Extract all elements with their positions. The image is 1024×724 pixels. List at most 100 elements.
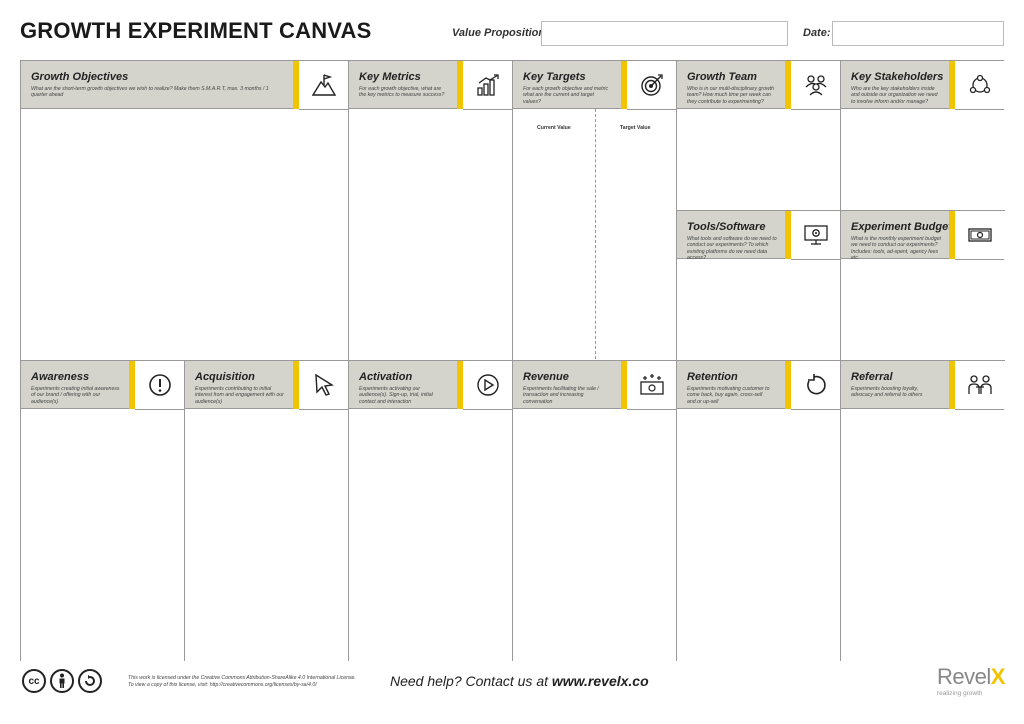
cc-icon: cc: [22, 669, 46, 693]
key-targets-title: Key Targets: [523, 71, 586, 83]
revenue-block[interactable]: Revenue Experiments facilitating the sal…: [513, 361, 677, 661]
monitor-gear-icon: [791, 211, 840, 260]
column-divider: [595, 109, 596, 359]
activation-header: Activation Experiments activating our au…: [349, 361, 457, 409]
key-stakeholders-desc: Who are the key stakeholders inside and …: [851, 86, 938, 105]
retention-header: Retention Experiments motivating custome…: [677, 361, 785, 409]
acquisition-header: Acquisition Experiments contributing to …: [185, 361, 293, 409]
tools-software-desc: What tools and software do we need to co…: [687, 236, 777, 262]
license-line-2: To view a copy of this license, visit: h…: [128, 682, 317, 688]
growth-objectives-block[interactable]: Growth Objectives What are the short-ter…: [21, 61, 349, 361]
experiment-budget-title: Experiment Budget: [851, 221, 952, 233]
acquisition-desc: Experiments contributing to initial inte…: [195, 386, 284, 405]
acquisition-title: Acquisition: [195, 371, 255, 383]
value-proposition-label: Value Proposition:: [452, 27, 549, 39]
target-value-label: Target Value: [620, 125, 651, 131]
awareness-title: Awareness: [31, 371, 90, 383]
activation-block[interactable]: Activation Experiments activating our au…: [349, 361, 513, 661]
refresh-icon: [791, 361, 840, 410]
brand-logo: RevelX realizing growth: [937, 664, 1005, 697]
cc-badges: cc: [22, 669, 102, 693]
growth-objectives-header: Growth Objectives What are the short-ter…: [21, 61, 293, 109]
target-icon: [627, 61, 676, 110]
mountain-flag-icon: [299, 61, 348, 110]
key-metrics-header: Key Metrics For each growth objective, w…: [349, 61, 457, 109]
date-input[interactable]: [832, 21, 1004, 46]
key-targets-desc: For each growth objective and metric wha…: [523, 86, 609, 105]
accent-bar: [621, 61, 627, 109]
referral-header: Referral Experiments boosting loyalty, a…: [841, 361, 949, 409]
awareness-desc: Experiments creating initial awareness o…: [31, 386, 120, 405]
bar-chart-up-icon: [463, 61, 512, 110]
current-value-label: Current Value: [537, 125, 571, 131]
revenue-header: Revenue Experiments facilitating the sal…: [513, 361, 621, 409]
accent-bar: [785, 61, 791, 109]
retention-title: Retention: [687, 371, 738, 383]
growth-objectives-desc: What are the short-term growth objective…: [31, 86, 269, 99]
activation-title: Activation: [359, 371, 413, 383]
retention-block[interactable]: Retention Experiments motivating custome…: [677, 361, 841, 661]
growth-objectives-title: Growth Objectives: [31, 71, 129, 83]
team-icon: [791, 61, 840, 110]
cursor-icon: [299, 361, 348, 410]
referral-desc: Experiments boosting loyalty, advocacy a…: [851, 386, 923, 399]
brand-name: Revel: [937, 664, 991, 689]
key-targets-header: Key Targets For each growth objective an…: [513, 61, 621, 109]
exclamation-icon: [135, 361, 184, 410]
help-url-link[interactable]: www.revelx.co: [551, 673, 649, 689]
experiment-budget-header: Experiment Budget What is the monthly ex…: [841, 211, 952, 262]
acquisition-block[interactable]: Acquisition Experiments contributing to …: [185, 361, 349, 661]
referral-title: Referral: [851, 371, 893, 383]
accent-bar: [293, 61, 299, 109]
activation-desc: Experiments activating our audience(s). …: [359, 386, 433, 405]
referral-icon: [955, 361, 1004, 410]
accent-bar: [621, 361, 627, 409]
money-icon: [627, 361, 676, 410]
experiment-budget-desc: What is the monthly experiment budget we…: [851, 236, 941, 262]
brand-x: X: [990, 664, 1006, 689]
tools-software-block[interactable]: Tools/Software What tools and software d…: [677, 211, 841, 361]
awareness-header: Awareness Experiments creating initial a…: [21, 361, 129, 409]
referral-block[interactable]: Referral Experiments boosting loyalty, a…: [841, 361, 1005, 661]
accent-bar: [293, 361, 299, 409]
retention-desc: Experiments motivating customer to come …: [687, 386, 770, 405]
revenue-title: Revenue: [523, 371, 569, 383]
sharealike-icon: [78, 669, 102, 693]
license-line-1: This work is licensed under the Creative…: [128, 675, 356, 681]
key-metrics-title: Key Metrics: [359, 71, 421, 83]
date-label: Date:: [803, 27, 831, 39]
accent-bar: [949, 211, 955, 259]
attribution-icon: [50, 669, 74, 693]
experiment-budget-block[interactable]: Experiment Budget What is the monthly ex…: [841, 211, 1005, 361]
growth-team-block[interactable]: Growth Team Who is in our multi-discipli…: [677, 61, 841, 211]
accent-bar: [129, 361, 135, 409]
stakeholders-icon: [955, 61, 1004, 110]
accent-bar: [949, 61, 955, 109]
accent-bar: [457, 61, 463, 109]
accent-bar: [785, 211, 791, 259]
key-metrics-desc: For each growth objective, what are the …: [359, 86, 445, 99]
key-stakeholders-title: Key Stakeholders: [851, 71, 944, 83]
page-title: GROWTH EXPERIMENT CANVAS: [20, 18, 372, 43]
license-text: This work is licensed under the Creative…: [128, 675, 356, 689]
tools-software-title: Tools/Software: [687, 221, 766, 233]
brand-tagline: realizing growth: [937, 690, 983, 697]
growth-team-desc: Who is in our multi-disciplinary growth …: [687, 86, 775, 105]
accent-bar: [457, 361, 463, 409]
revenue-desc: Experiments facilitating the sale / tran…: [523, 386, 599, 405]
key-stakeholders-block[interactable]: Key Stakeholders Who are the key stakeho…: [841, 61, 1005, 211]
accent-bar: [949, 361, 955, 409]
value-proposition-input[interactable]: [541, 21, 788, 46]
accent-bar: [785, 361, 791, 409]
tools-software-header: Tools/Software What tools and software d…: [677, 211, 785, 262]
help-contact: Need help? Contact us at www.revelx.co: [390, 673, 649, 689]
awareness-block[interactable]: Awareness Experiments creating initial a…: [21, 361, 185, 661]
key-targets-block[interactable]: Key Targets For each growth objective an…: [513, 61, 677, 361]
play-icon: [463, 361, 512, 410]
help-prefix: Need help? Contact us at: [390, 673, 552, 689]
canvas-grid: Growth Objectives What are the short-ter…: [20, 60, 1005, 661]
growth-team-title: Growth Team: [687, 71, 757, 83]
key-metrics-block[interactable]: Key Metrics For each growth objective, w…: [349, 61, 513, 361]
growth-team-header: Growth Team Who is in our multi-discipli…: [677, 61, 785, 109]
key-stakeholders-header: Key Stakeholders Who are the key stakeho…: [841, 61, 949, 109]
